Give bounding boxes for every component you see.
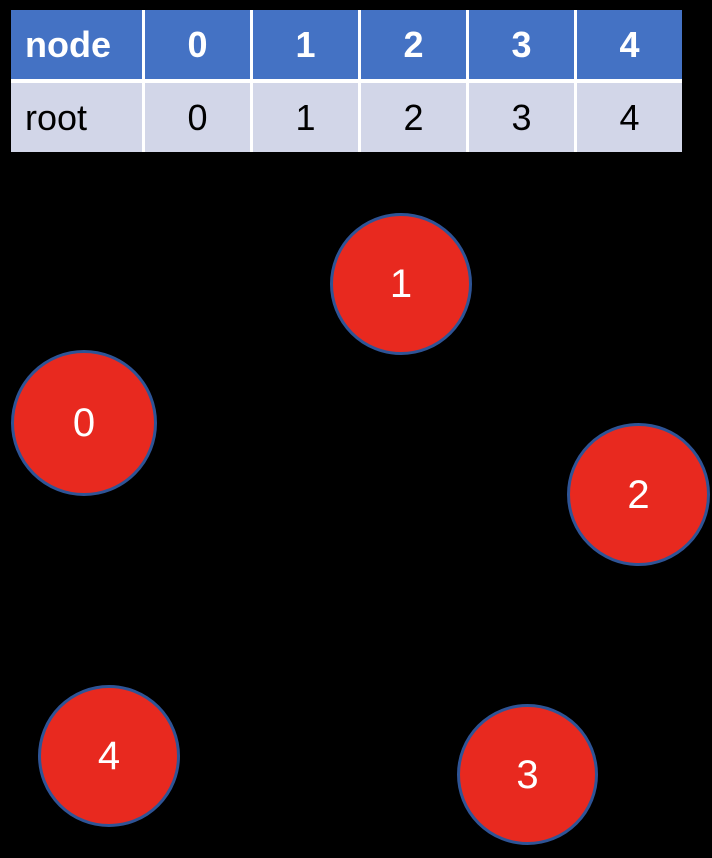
table-header-label: node (11, 10, 142, 79)
table-row-label: root (11, 83, 142, 152)
graph-node-2-label: 2 (627, 472, 650, 517)
table-header-cell-4: 4 (577, 10, 682, 79)
table-cell-root-2: 2 (361, 83, 466, 152)
graph-node-4: 4 (38, 685, 180, 827)
graph-node-3: 3 (457, 704, 598, 845)
table-cell-root-3: 3 (469, 83, 574, 152)
table-header-row: node 0 1 2 3 4 (11, 10, 682, 79)
table-cell-root-4: 4 (577, 83, 682, 152)
table-header-cell-0: 0 (145, 10, 250, 79)
graph-node-4-label: 4 (97, 734, 121, 778)
table-cell-root-0: 0 (145, 83, 250, 152)
graph-node-0: 0 (11, 350, 157, 496)
graph-node-3-label: 3 (516, 752, 539, 797)
node-root-table: node 0 1 2 3 4 root 0 1 2 3 4 (11, 10, 682, 152)
table-header-cell-2: 2 (361, 10, 466, 79)
table-cell-root-1: 1 (253, 83, 358, 152)
graph-node-0-label: 0 (72, 401, 96, 445)
disjoint-set-graph: 0 1 2 3 4 (0, 160, 712, 858)
table-row: root 0 1 2 3 4 (11, 83, 682, 152)
table-header-cell-1: 1 (253, 10, 358, 79)
graph-node-2: 2 (567, 423, 710, 566)
table-header-cell-3: 3 (469, 10, 574, 79)
graph-node-1-label: 1 (389, 262, 413, 306)
graph-node-1: 1 (330, 213, 472, 355)
